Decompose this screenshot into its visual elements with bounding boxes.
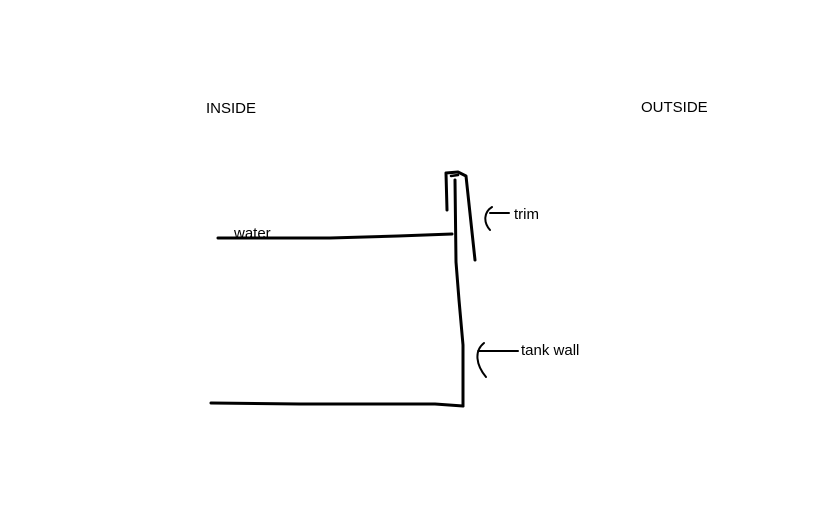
water-label: water	[234, 225, 271, 242]
trim-inner-line	[449, 173, 460, 178]
water-surface-line	[216, 232, 454, 240]
tank-wall-line	[453, 178, 465, 408]
trim-line	[444, 170, 477, 262]
inside-label: INSIDE	[206, 100, 257, 117]
outside-label: OUTSIDE	[641, 99, 708, 116]
tank-wall-label: tank wall	[521, 342, 580, 359]
tank-floor-line	[209, 401, 465, 408]
tank-wall-arrow	[476, 342, 519, 378]
trim-label: trim	[514, 206, 539, 223]
trim-arrow	[484, 206, 510, 231]
